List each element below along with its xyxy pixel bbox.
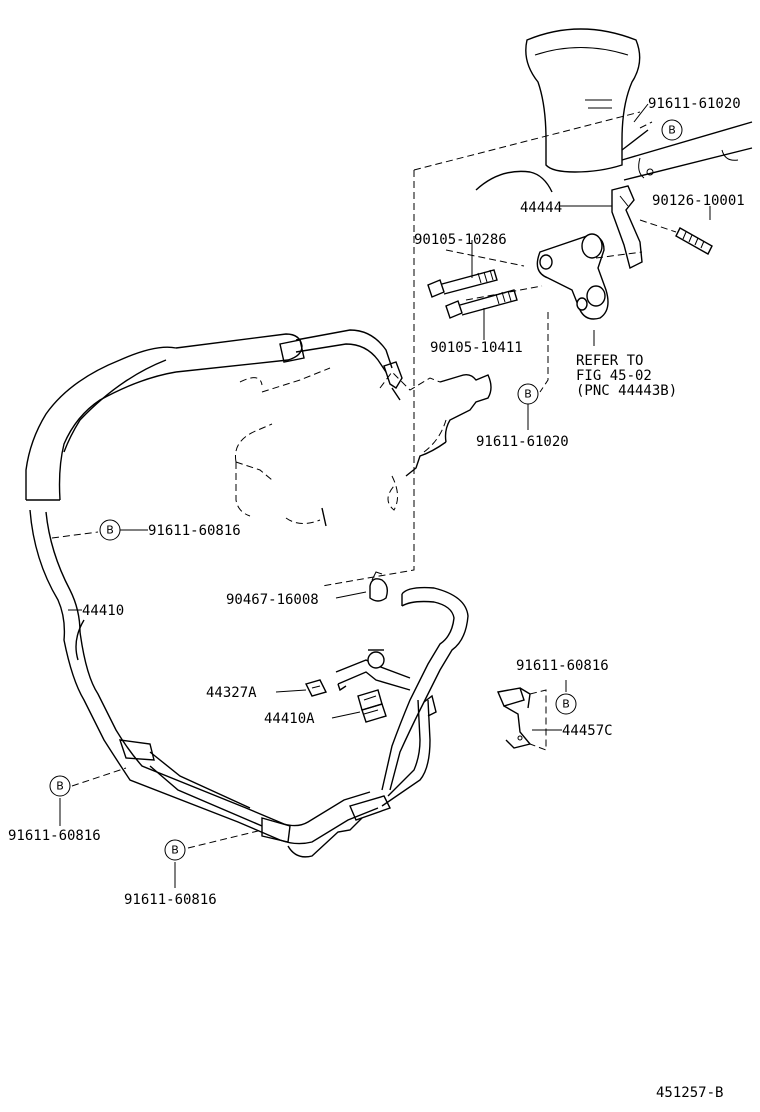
label-91611-60816-upper: 91611-60816 xyxy=(148,523,241,539)
label-44327A: 44327A xyxy=(206,685,257,701)
label-91611-60816-lower-left: 91611-60816 xyxy=(8,828,101,844)
bracket-44444 xyxy=(611,185,643,270)
refer-line-1: REFER TO xyxy=(576,353,643,369)
callout-b-right: B xyxy=(555,693,577,715)
pressure-hose-44410 xyxy=(25,329,437,858)
pump-bracket xyxy=(536,233,609,320)
svg-text:B: B xyxy=(171,844,179,857)
label-90467-16008: 90467-16008 xyxy=(226,592,319,608)
bolt-90105-10286 xyxy=(427,269,498,298)
union-connector xyxy=(335,649,411,692)
fitting-44410A xyxy=(357,689,387,723)
return-hose xyxy=(381,586,469,791)
label-90126-10001: 90126-10001 xyxy=(652,193,745,209)
refer-line-2: FIG 45-02 xyxy=(576,368,652,384)
label-91611-60816-right: 91611-60816 xyxy=(516,658,609,674)
bolt-90105-10411 xyxy=(445,289,518,319)
clip-44327A xyxy=(304,679,328,697)
svg-text:B: B xyxy=(56,780,64,793)
label-44444: 44444 xyxy=(520,200,562,216)
hose-fitting xyxy=(279,339,403,401)
refer-line-3: (PNC 44443B) xyxy=(576,383,677,399)
svg-text:B: B xyxy=(524,388,532,401)
label-44457C: 44457C xyxy=(562,723,613,739)
callout-b-top: B xyxy=(661,119,683,141)
callout-b-mid: B xyxy=(517,383,539,405)
clamp-90467 xyxy=(369,571,389,602)
label-90105-10286: 90105-10286 xyxy=(414,232,507,248)
label-91611-61020-top: 91611-61020 xyxy=(648,96,741,112)
stud-bolt-90126 xyxy=(675,227,713,255)
label-91611-61020-mid: 91611-61020 xyxy=(476,434,569,450)
callout-b-lower-left: B xyxy=(49,775,71,797)
bracket-44457C xyxy=(497,687,547,751)
callout-b-bottom: B xyxy=(164,839,186,861)
callout-b-upper-left: B xyxy=(99,519,121,541)
frame-rail xyxy=(621,121,753,181)
reservoir-tank xyxy=(525,28,649,173)
svg-text:B: B xyxy=(668,124,676,137)
label-44410: 44410 xyxy=(82,603,124,619)
label-90105-10411: 90105-10411 xyxy=(430,340,523,356)
svg-text:B: B xyxy=(562,698,570,711)
label-44410A: 44410A xyxy=(264,711,315,727)
label-91611-60816-bottom: 91611-60816 xyxy=(124,892,217,908)
diagram-code: 451257-B xyxy=(656,1085,723,1101)
leader-lines xyxy=(59,103,711,888)
svg-text:B: B xyxy=(106,524,114,537)
